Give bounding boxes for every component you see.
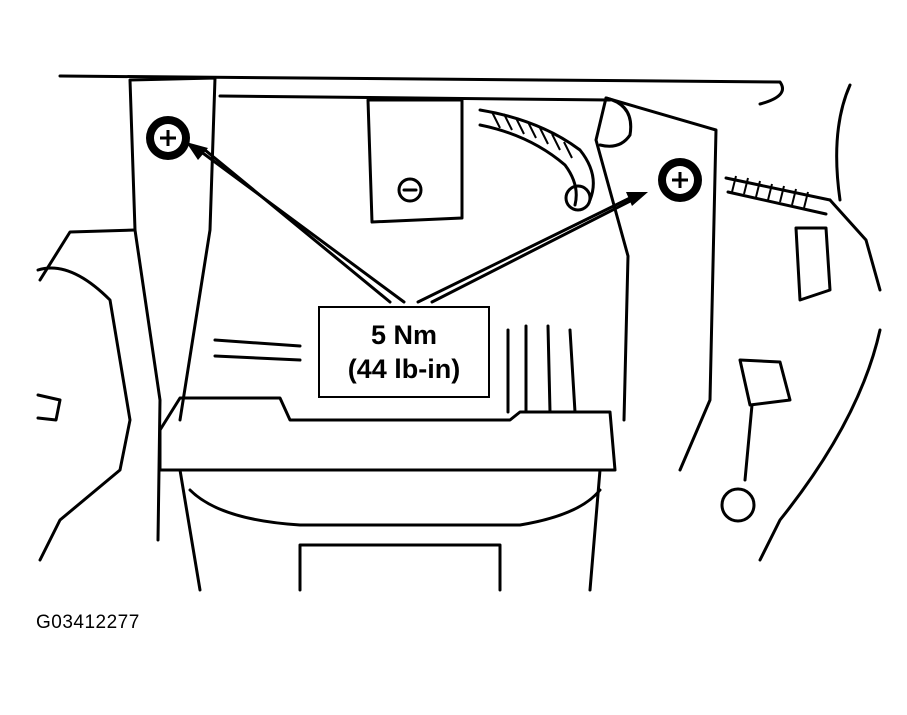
leader-line-left-2	[203, 148, 392, 304]
leader-line-right	[416, 196, 632, 304]
left-panel	[36, 266, 132, 562]
top-frame-inner	[218, 94, 612, 102]
connector-ring	[564, 184, 592, 212]
leader-line-right-2	[430, 194, 642, 304]
arrowhead-left	[186, 142, 208, 160]
right-lever	[738, 358, 792, 407]
left-bracket-flange	[38, 228, 137, 282]
lower-housing	[178, 468, 602, 592]
top-frame-line	[58, 74, 784, 106]
right-clip	[794, 226, 832, 302]
right-arc	[758, 83, 882, 562]
bolt-left	[146, 116, 190, 160]
rod-end	[720, 487, 756, 523]
arrowhead-right	[626, 192, 648, 206]
right-bracket-tab	[598, 96, 633, 148]
cable-end	[828, 198, 882, 292]
center-plate	[366, 98, 464, 224]
wire-harness	[478, 108, 595, 202]
leader-line-left	[194, 146, 406, 304]
bolt-right	[658, 158, 702, 202]
left-panel-tab	[36, 393, 62, 422]
figure-id: G03412277	[36, 612, 140, 633]
lower-window	[298, 543, 502, 592]
right-rod	[743, 403, 754, 482]
left-ribs	[213, 338, 302, 362]
cable-spring	[724, 176, 832, 202]
lower-module	[158, 396, 617, 472]
center-plate-screw	[397, 177, 423, 203]
torque-value-nm: 5 Nm	[370, 320, 438, 350]
harness-hatching	[491, 111, 809, 209]
right-bracket	[594, 96, 718, 472]
torque-callout: 5 Nm (44 lb-in)	[318, 306, 490, 398]
connector-ribs	[506, 324, 577, 414]
torque-value-lbin: (44 lb-in)	[347, 354, 461, 384]
lower-curve	[188, 488, 602, 527]
